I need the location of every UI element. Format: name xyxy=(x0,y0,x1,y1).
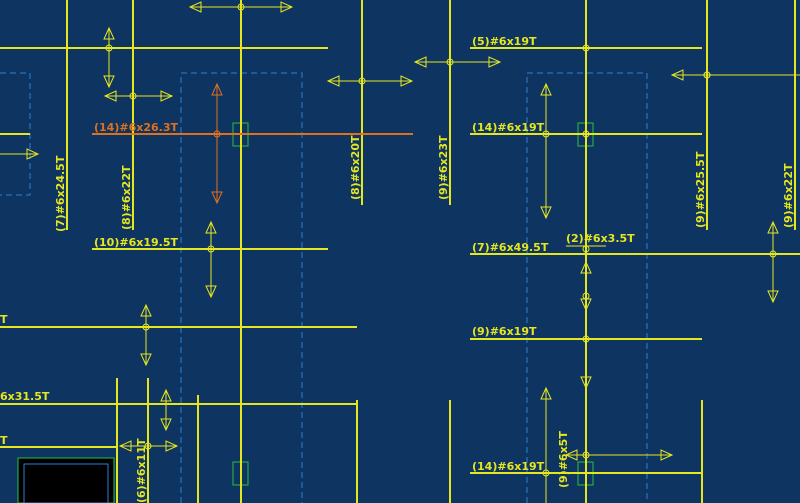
rebar-label-8-20[interactable]: (8)#6x20T xyxy=(349,135,362,200)
rebar-label-9-5[interactable]: (9)#6x5T xyxy=(557,431,570,488)
dashed-column-outlines xyxy=(0,72,648,503)
rebar-label-9-25-5[interactable]: (9)#6x25.5T xyxy=(694,151,707,228)
rebar-label-selected[interactable]: (14)#6x26.3T xyxy=(94,121,178,134)
blocked-area-inner xyxy=(23,463,109,503)
distribution-markers[interactable] xyxy=(0,3,800,503)
rebar-label-7-24-5[interactable]: (7)#6x24.5T xyxy=(54,155,67,232)
rebar-label-9-22[interactable]: (9)#6x22T xyxy=(782,163,795,228)
rebar-label-partial-2[interactable]: T xyxy=(0,434,8,447)
rebar-label-6-31-5[interactable]: 6x31.5T xyxy=(0,390,50,403)
rebar-label-2-3-5[interactable]: (2)#6x3.5T xyxy=(566,232,635,245)
rebar-label-9-19[interactable]: (9)#6x19T xyxy=(472,325,537,338)
blocked-area xyxy=(17,457,115,503)
rebar-label-14-19-bottom[interactable]: (14)#6x19T xyxy=(472,460,545,473)
rebar-label-7-49-5[interactable]: (7)#6x49.5T xyxy=(472,241,549,254)
arrowheads xyxy=(26,1,779,461)
rebar-label-5-19[interactable]: (5)#6x19T xyxy=(472,35,537,48)
rebar-label-6-11[interactable]: (6)#6x11T xyxy=(135,438,148,503)
rebar-label-14-19-top[interactable]: (14)#6x19T xyxy=(472,121,545,134)
rebar-label-8-22[interactable]: (8)#6x22T xyxy=(120,165,133,230)
selected-rebar[interactable] xyxy=(92,82,413,205)
rebar-label-partial-1[interactable]: T xyxy=(0,313,8,326)
rebar-label-9-23[interactable]: (9)#6x23T xyxy=(437,135,450,200)
rebar-label-10-19-5[interactable]: (10)#6x19.5T xyxy=(94,236,178,249)
column-markers xyxy=(232,122,594,486)
